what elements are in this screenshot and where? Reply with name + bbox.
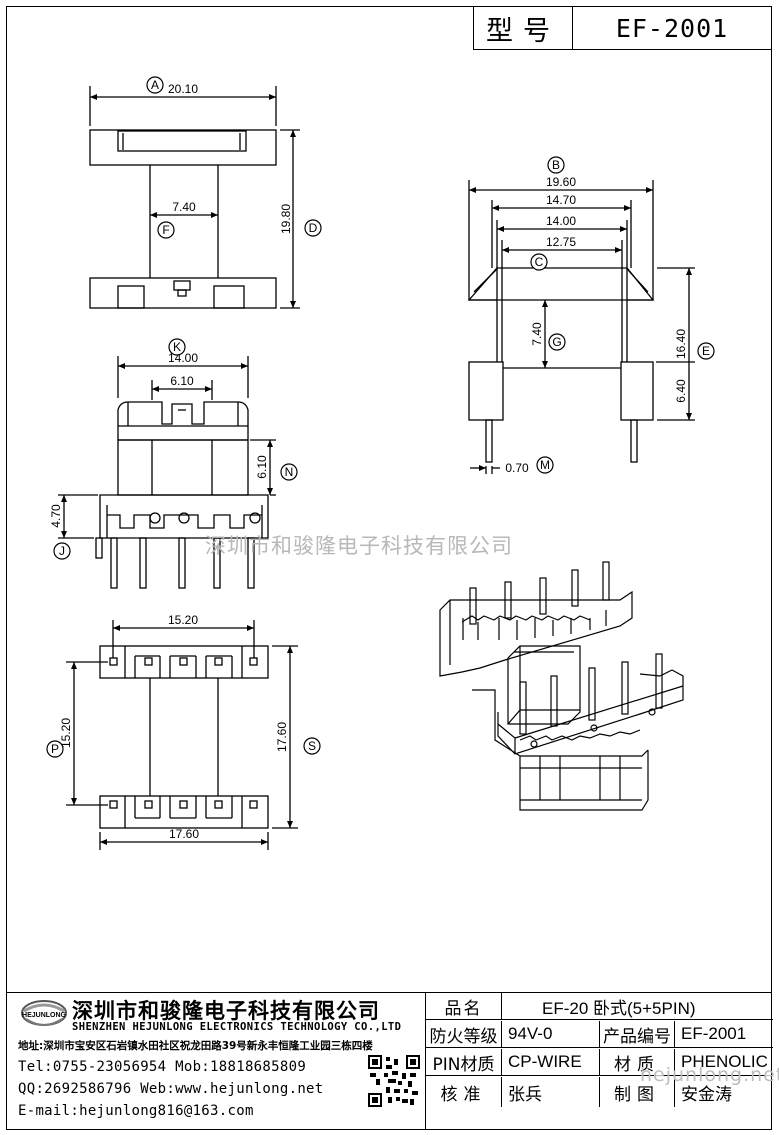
- dim-C: 12.75: [546, 235, 576, 249]
- dim-b1: 14.70: [546, 193, 576, 207]
- logo-text: HEJUNLONG: [22, 1012, 67, 1019]
- spec-check-value: 张兵: [501, 1077, 599, 1107]
- view-isometric: [439, 561, 684, 811]
- spec-pin-value: CP-WIRE: [501, 1049, 599, 1075]
- label-K: K: [168, 338, 186, 356]
- spec-code-value: EF-2001: [674, 1021, 773, 1047]
- label-G: G: [548, 333, 566, 351]
- svg-text:J: J: [59, 544, 65, 558]
- svg-text:F: F: [162, 223, 169, 237]
- view-top-right: [467, 180, 695, 474]
- label-B: B: [547, 156, 565, 174]
- label-E: E: [697, 342, 715, 360]
- dim-S: 17.60: [275, 722, 289, 752]
- spec-name-label: 品名: [444, 998, 483, 1019]
- label-M: M: [536, 456, 554, 474]
- contact-tel: Tel:0755-23056954 Mob:18818685809: [18, 1059, 307, 1075]
- spec-fire-label: 防火等级: [429, 1026, 498, 1047]
- spec-draw-label: 制图: [599, 1077, 674, 1107]
- company-block: HEJUNLONG 深圳市和骏隆电子科技有限公司 SHENZHEN HEJUNL…: [14, 993, 426, 1131]
- dim-F: 7.40: [172, 200, 196, 214]
- label-J: J: [53, 542, 71, 560]
- spec-row-fire: 防火等级 94V-0 产品编号 EF-2001: [426, 1021, 773, 1048]
- spec-mat-value: PHENOLIC: [674, 1049, 773, 1075]
- svg-text:G: G: [552, 335, 561, 349]
- watermark-url: hejunlong.net: [640, 1064, 779, 1086]
- label-A: A: [146, 76, 164, 94]
- svg-text:P: P: [51, 742, 59, 756]
- dim-E: 16.40: [674, 329, 688, 359]
- svg-text:D: D: [309, 221, 318, 235]
- spec-check-label: 核准: [440, 1084, 487, 1105]
- dim-D: 19.80: [279, 204, 293, 234]
- model-label: 型号: [474, 7, 573, 49]
- svg-text:N: N: [285, 465, 294, 479]
- label-P: P: [46, 740, 64, 758]
- dim-b2: 14.00: [546, 214, 576, 228]
- dim-P: 15.20: [59, 718, 73, 748]
- spec-name-value: EF-20 卧式(5+5PIN): [501, 993, 773, 1019]
- spec-mat-label: 材质: [599, 1049, 674, 1075]
- bottom-pads: [109, 796, 258, 828]
- company-name-en: SHENZHEN HEJUNLONG ELECTRONICS TECHNOLOG…: [72, 1021, 402, 1033]
- dim-p-top: 15.20: [168, 613, 198, 627]
- contact-qq: QQ:2692586796 Web:www.hejunlong.net: [18, 1081, 324, 1097]
- spec-row-check: 核准 张兵 制图 安金涛: [426, 1077, 773, 1107]
- dim-J: 4.70: [49, 504, 63, 528]
- label-N: N: [280, 463, 298, 481]
- dim-B: 19.60: [546, 175, 576, 189]
- circle-labels: A F D B C G E M K N J P S: [46, 76, 715, 758]
- top-pads: [109, 646, 258, 678]
- spec-pin-label: PIN材质: [432, 1054, 495, 1075]
- company-name-cn: 深圳市和骏隆电子科技有限公司: [72, 999, 380, 1023]
- spec-row-name: 品名 EF-20 卧式(5+5PIN): [426, 993, 773, 1020]
- svg-text:C: C: [535, 255, 544, 269]
- company-address: 地址:深圳市宝安区石岩镇水田社区祝龙田路39号新永丰恒隆工业园三栋四楼: [18, 1040, 373, 1052]
- svg-text:M: M: [540, 458, 550, 472]
- dim-N: 6.10: [255, 455, 269, 479]
- model-value: EF-2001: [615, 13, 729, 43]
- contact-email: E-mail:hejunlong816@163.com: [18, 1103, 254, 1119]
- view-middle-left: [58, 356, 276, 589]
- footer: HEJUNLONG 深圳市和骏隆电子科技有限公司 SHENZHEN HEJUNL…: [6, 992, 773, 1131]
- label-D: D: [304, 219, 322, 237]
- dim-A: 20.10: [168, 82, 198, 96]
- spec-code-label: 产品编号: [599, 1021, 674, 1047]
- spec-table: 品名 EF-20 卧式(5+5PIN) 防火等级 94V-0 产品编号 EF-2…: [425, 993, 773, 1129]
- label-C: C: [530, 253, 548, 271]
- spec-draw-value: 安金涛: [674, 1077, 773, 1107]
- svg-text:S: S: [308, 739, 316, 753]
- dim-M: 0.70: [505, 461, 529, 475]
- svg-text:K: K: [173, 340, 181, 354]
- label-F: F: [157, 221, 175, 239]
- spec-row-pin: PIN材质 CP-WIRE 材质 PHENOLIC: [426, 1049, 773, 1076]
- qr-code-icon: [368, 1055, 420, 1107]
- svg-text:B: B: [552, 158, 560, 172]
- spec-fire-value: 94V-0: [501, 1021, 599, 1047]
- label-S: S: [303, 737, 321, 755]
- drawing-border: [6, 6, 772, 1130]
- dimension-text: 20.10 7.40 19.80 19.60 14.70 14.00 12.75…: [49, 82, 688, 841]
- dim-k2: 6.10: [170, 374, 194, 388]
- dim-G: 7.40: [530, 322, 544, 346]
- svg-text:E: E: [702, 344, 710, 358]
- dim-e2: 6.40: [674, 379, 688, 403]
- view-bottom-left: [66, 620, 298, 850]
- svg-text:A: A: [151, 78, 159, 92]
- watermark: 深圳市和骏隆电子科技有限公司: [205, 534, 513, 558]
- view-top-left: [89, 86, 300, 309]
- model-box: 型号 EF-2001: [473, 6, 772, 50]
- dim-p-bottom: 17.60: [169, 827, 199, 841]
- company-logo: HEJUNLONG: [18, 997, 70, 1035]
